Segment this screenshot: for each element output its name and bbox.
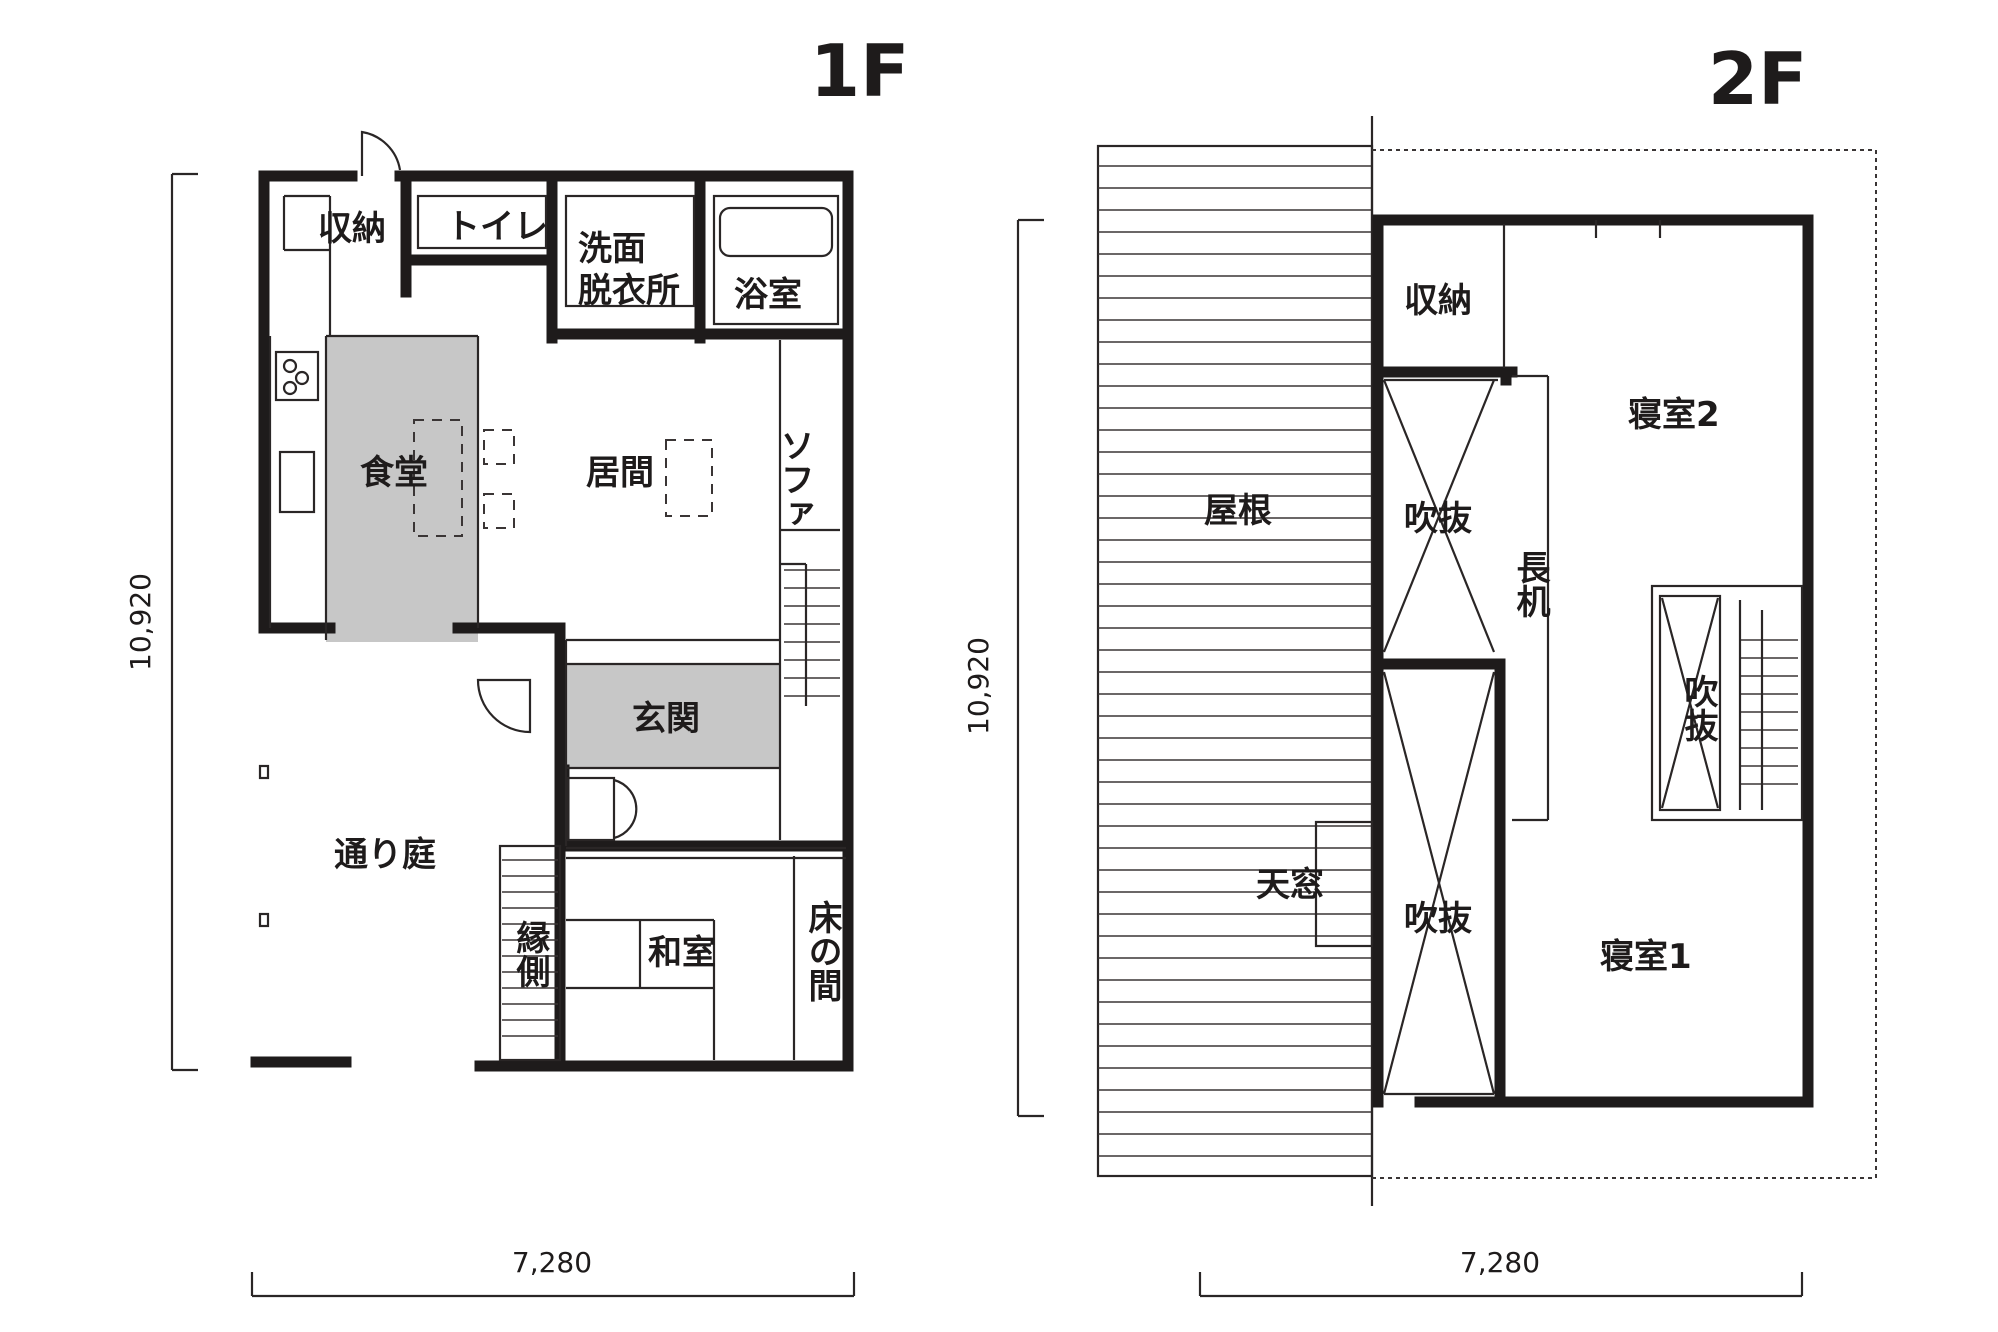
room-label: 吹抜 — [1404, 899, 1472, 939]
dining-floor-shade — [326, 336, 478, 642]
height-dimension-label: 10,920 — [962, 637, 995, 735]
second-floor-stairs — [1738, 600, 1798, 810]
second-floor-dimensions: 10,920 7,280 — [962, 218, 1804, 1298]
height-dimension-label: 10,920 — [124, 573, 157, 671]
room-label: トイレ — [446, 207, 548, 247]
room-label: 寝室1 — [1600, 937, 1692, 977]
second-floor-details — [1314, 220, 1804, 1096]
first-floor-stairs — [780, 562, 840, 706]
room-label: 和室 — [648, 933, 716, 973]
room-label: 寝室2 — [1628, 395, 1720, 435]
room-label: 収納 — [318, 209, 386, 249]
room-label: 屋根 — [1204, 491, 1272, 531]
room-label: 吹抜 — [1678, 674, 1718, 742]
first-floor-dimensions: 10,920 7,280 — [124, 172, 856, 1298]
room-label: 玄関 — [632, 699, 700, 739]
second-floor-plan: 2F — [962, 37, 1877, 1298]
first-floor-plan: 1F — [124, 29, 909, 1298]
room-label: 収納 — [1404, 281, 1472, 321]
room-label: 食堂 — [360, 453, 428, 493]
room-label: 床の間 — [802, 900, 842, 1002]
room-label: 居間 — [586, 453, 654, 493]
second-floor-walls — [1372, 214, 1814, 1108]
room-label: 脱衣所 — [578, 271, 680, 311]
room-label: 天窓 — [1256, 865, 1324, 905]
entrance-floor-shade — [566, 664, 780, 768]
room-label: 吹抜 — [1404, 499, 1472, 539]
room-label: 洗面 — [578, 229, 646, 269]
first-floor-title: 1F — [810, 29, 909, 113]
room-label: 長机 — [1510, 550, 1550, 619]
first-floor-details — [258, 130, 846, 1062]
room-label: ソファ — [774, 428, 814, 530]
veranda-slats — [502, 859, 558, 1037]
room-label: 通り庭 — [334, 835, 436, 875]
room-label: 縁側 — [510, 920, 551, 988]
second-floor-title: 2F — [1708, 37, 1807, 121]
second-floor-room-labels: 収納 寝室2 屋根 吹抜 長机 吹抜 吹抜 天窓 寝室1 — [1204, 281, 1720, 977]
first-floor-room-labels: 収納 トイレ 洗面 脱衣所 浴室 食堂 居間 ソファ 玄関 通り庭 縁側 和室 … — [318, 207, 842, 1002]
roof-area — [1096, 116, 1877, 1206]
room-label: 浴室 — [734, 275, 802, 315]
width-dimension-label: 7,280 — [512, 1246, 592, 1279]
width-dimension-label: 7,280 — [1460, 1246, 1540, 1279]
